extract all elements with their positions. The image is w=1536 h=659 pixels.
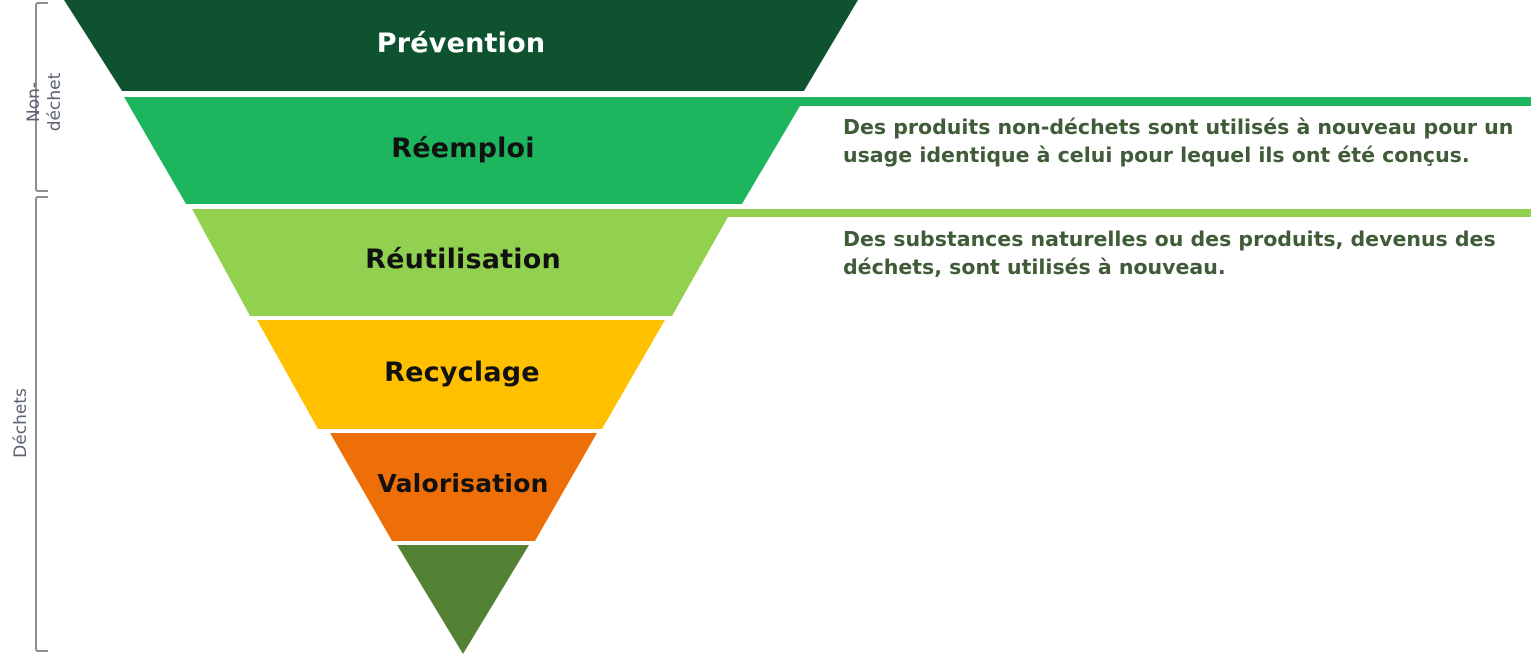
reutilisation-description: Des substances naturelles ou des produit… bbox=[843, 227, 1496, 279]
dechets-bracket bbox=[35, 196, 48, 652]
level-valorisation-label: Valorisation bbox=[377, 469, 549, 498]
level-prevention-label: Prévention bbox=[376, 28, 546, 59]
non-dechet-label-line1: Non- bbox=[24, 81, 44, 123]
level-valorisation-shape bbox=[330, 433, 597, 541]
level-reemploi-shape bbox=[124, 97, 1531, 204]
non-dechet-label: Non- déchet bbox=[24, 54, 68, 150]
non-dechet-bracket bbox=[35, 2, 48, 192]
level-reutilisation-label: Réutilisation bbox=[365, 244, 561, 275]
level-reemploi-label: Réemploi bbox=[391, 133, 535, 164]
non-dechet-label-line2: déchet bbox=[45, 72, 65, 132]
level-prevention-shape bbox=[64, 0, 858, 91]
reemploi-description: Des produits non-déchets sont utilisés à… bbox=[843, 115, 1514, 167]
level-bottom-shape bbox=[397, 545, 529, 654]
level-recyclage-label: Recyclage bbox=[384, 357, 540, 388]
level-reutilisation-shape bbox=[192, 209, 1531, 316]
dechets-label: Déchets bbox=[11, 388, 31, 458]
level-recyclage-shape bbox=[257, 320, 665, 429]
